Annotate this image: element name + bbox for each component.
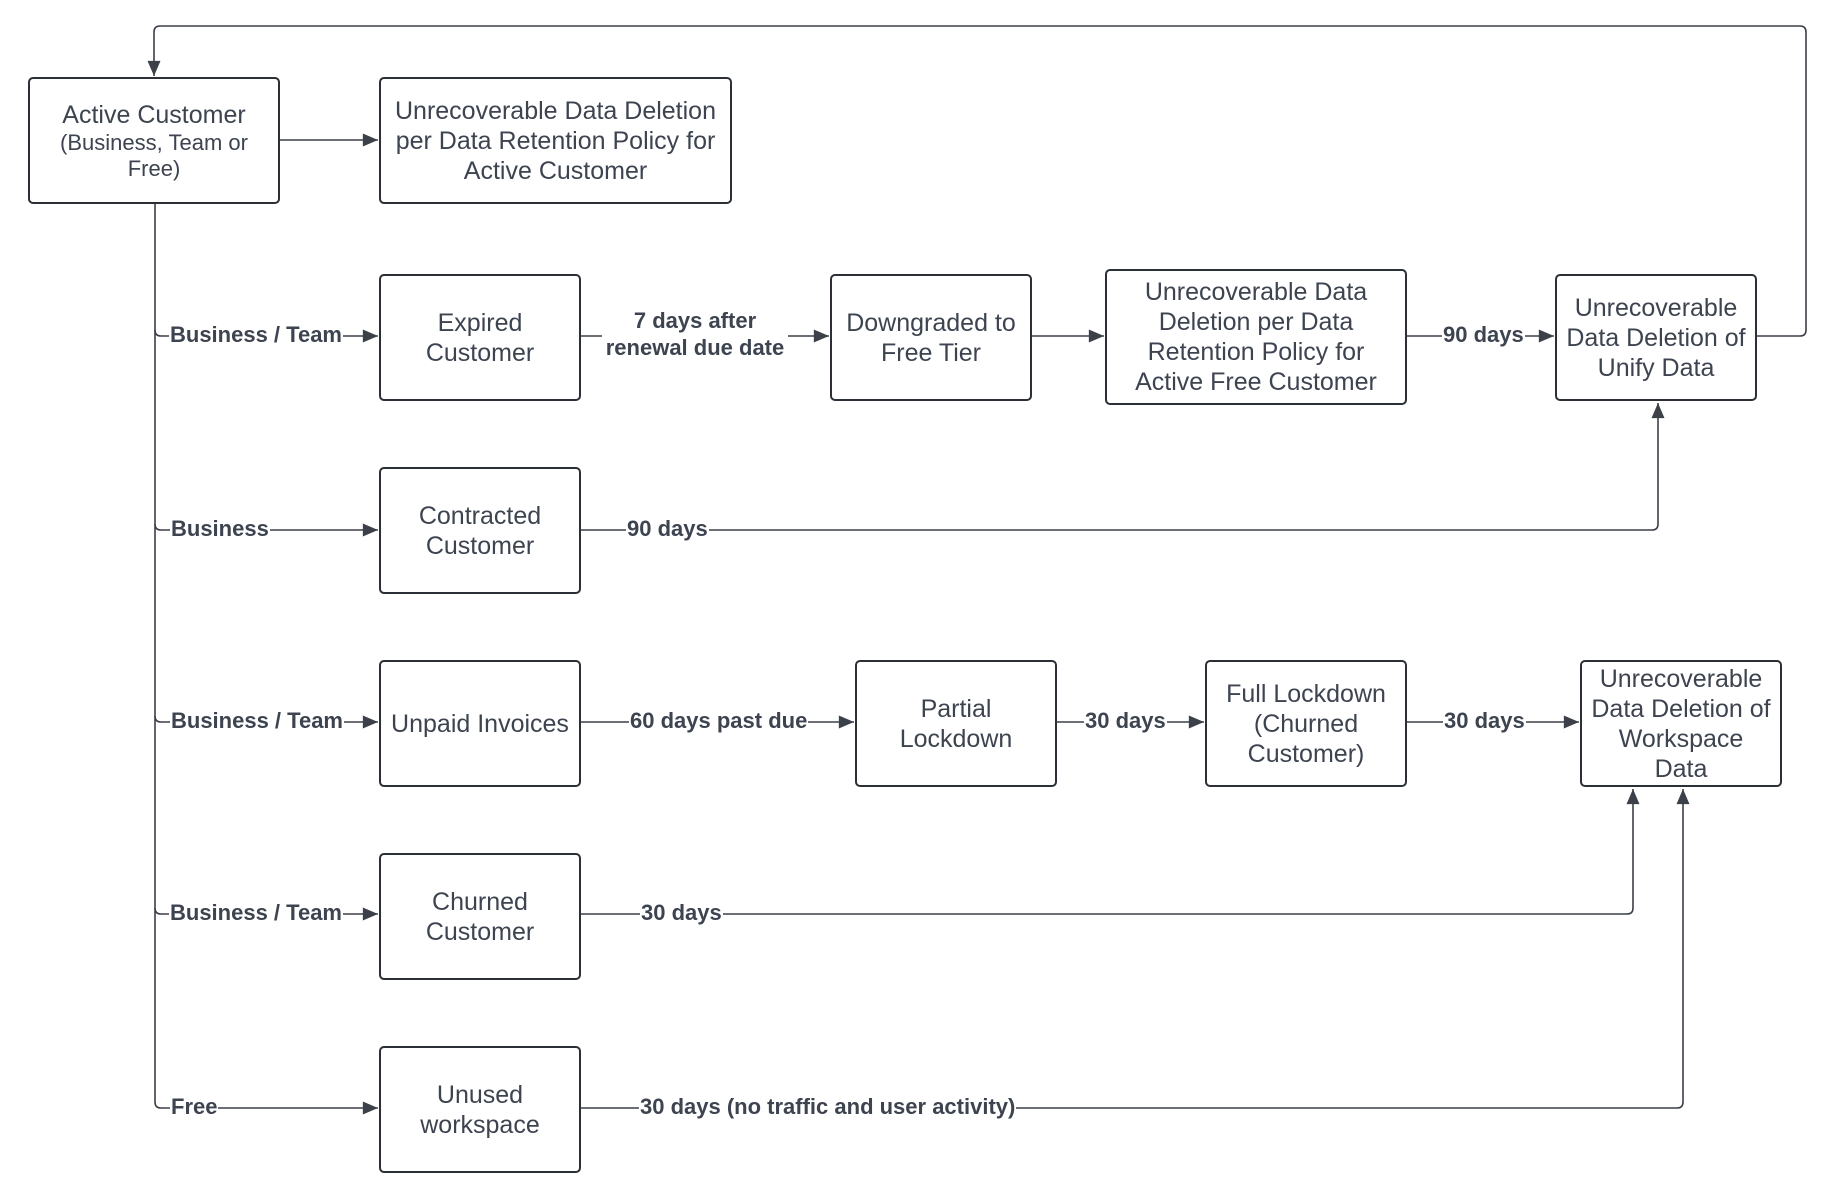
node-unpaid-invoices: Unpaid Invoices <box>379 660 581 787</box>
expired-text: Expired Customer <box>425 308 535 367</box>
partial-lockdown-text: Partial Lockdown <box>899 694 1013 753</box>
edge-unify-loop-to-active <box>147 25 1807 337</box>
node-retention-free: Unrecoverable Data Deletion per Data Ret… <box>1105 269 1407 405</box>
node-active-customer: Active Customer (Business, Team or Free) <box>28 77 280 204</box>
node-partial-lockdown: Partial Lockdown <box>855 660 1057 787</box>
label-churned-to-workspace: 30 days <box>640 899 723 926</box>
node-full-lockdown: Full Lockdown (Churned Customer) <box>1205 660 1407 787</box>
edge-churned-to-workspace <box>580 789 1640 915</box>
retention-free-text: Unrecoverable Data Deletion per Data Ret… <box>1135 278 1377 396</box>
full-lockdown-text: Full Lockdown (Churned Customer) <box>1226 679 1386 768</box>
unpaid-text: Unpaid Invoices <box>391 709 569 738</box>
trunk-connector <box>154 204 162 1109</box>
contracted-text: Contracted Customer <box>418 501 542 560</box>
edge-branch-churned <box>154 907 379 921</box>
edge-unused-to-workspace <box>580 789 1690 1109</box>
workspace-deletion-text: Unrecoverable Data Deletion of Workspace… <box>1591 664 1771 783</box>
label-full-to-workspace: 30 days <box>1443 707 1526 734</box>
node-workspace-deletion: Unrecoverable Data Deletion of Workspace… <box>1580 660 1782 787</box>
label-branch-unused: Free <box>170 1093 219 1120</box>
node-unify-deletion: Unrecoverable Data Deletion of Unify Dat… <box>1555 274 1757 401</box>
label-expired-to-downgraded-line1: 7 days after <box>633 308 757 333</box>
unused-text: Unused workspace <box>420 1080 540 1139</box>
label-branch-contracted: Business <box>170 515 270 542</box>
node-expired-customer: Expired Customer <box>379 274 581 401</box>
edge-branch-contracted <box>154 523 379 537</box>
edge-branch-expired <box>154 329 379 343</box>
label-retention-free-to-unify: 90 days <box>1442 321 1525 348</box>
node-retention-active: Unrecoverable Data Deletion per Data Ret… <box>379 77 732 204</box>
churned-text: Churned Customer <box>425 887 535 946</box>
node-unused-workspace: Unused workspace <box>379 1046 581 1173</box>
label-contracted-to-unify: 90 days <box>626 515 709 542</box>
node-contracted-customer: Contracted Customer <box>379 467 581 594</box>
label-unpaid-to-partial: 60 days past due <box>629 707 809 734</box>
label-branch-churned: Business / Team <box>169 899 343 926</box>
label-partial-to-full: 30 days <box>1084 707 1167 734</box>
edge-contracted-to-unify <box>580 402 1665 531</box>
unify-deletion-text: Unrecoverable Data Deletion of Unify Dat… <box>1566 293 1746 382</box>
label-branch-unpaid: Business / Team <box>170 707 344 734</box>
label-expired-to-downgraded-line2: renewal due date <box>605 335 785 360</box>
node-downgraded: Downgraded to Free Tier <box>830 274 1032 401</box>
downgraded-text: Downgraded to Free Tier <box>846 308 1016 367</box>
active-customer-subtitle: (Business, Team or Free) <box>60 129 248 181</box>
label-expired-to-downgraded: 7 days after renewal due date <box>602 307 788 361</box>
edge-branch-unpaid <box>154 715 379 729</box>
active-customer-title: Active Customer <box>62 100 246 129</box>
retention-active-text: Unrecoverable Data Deletion per Data Ret… <box>394 96 716 185</box>
node-churned-customer: Churned Customer <box>379 853 581 980</box>
label-unused-to-workspace: 30 days (no traffic and user activity) <box>639 1093 1017 1120</box>
label-branch-expired: Business / Team <box>169 321 343 348</box>
